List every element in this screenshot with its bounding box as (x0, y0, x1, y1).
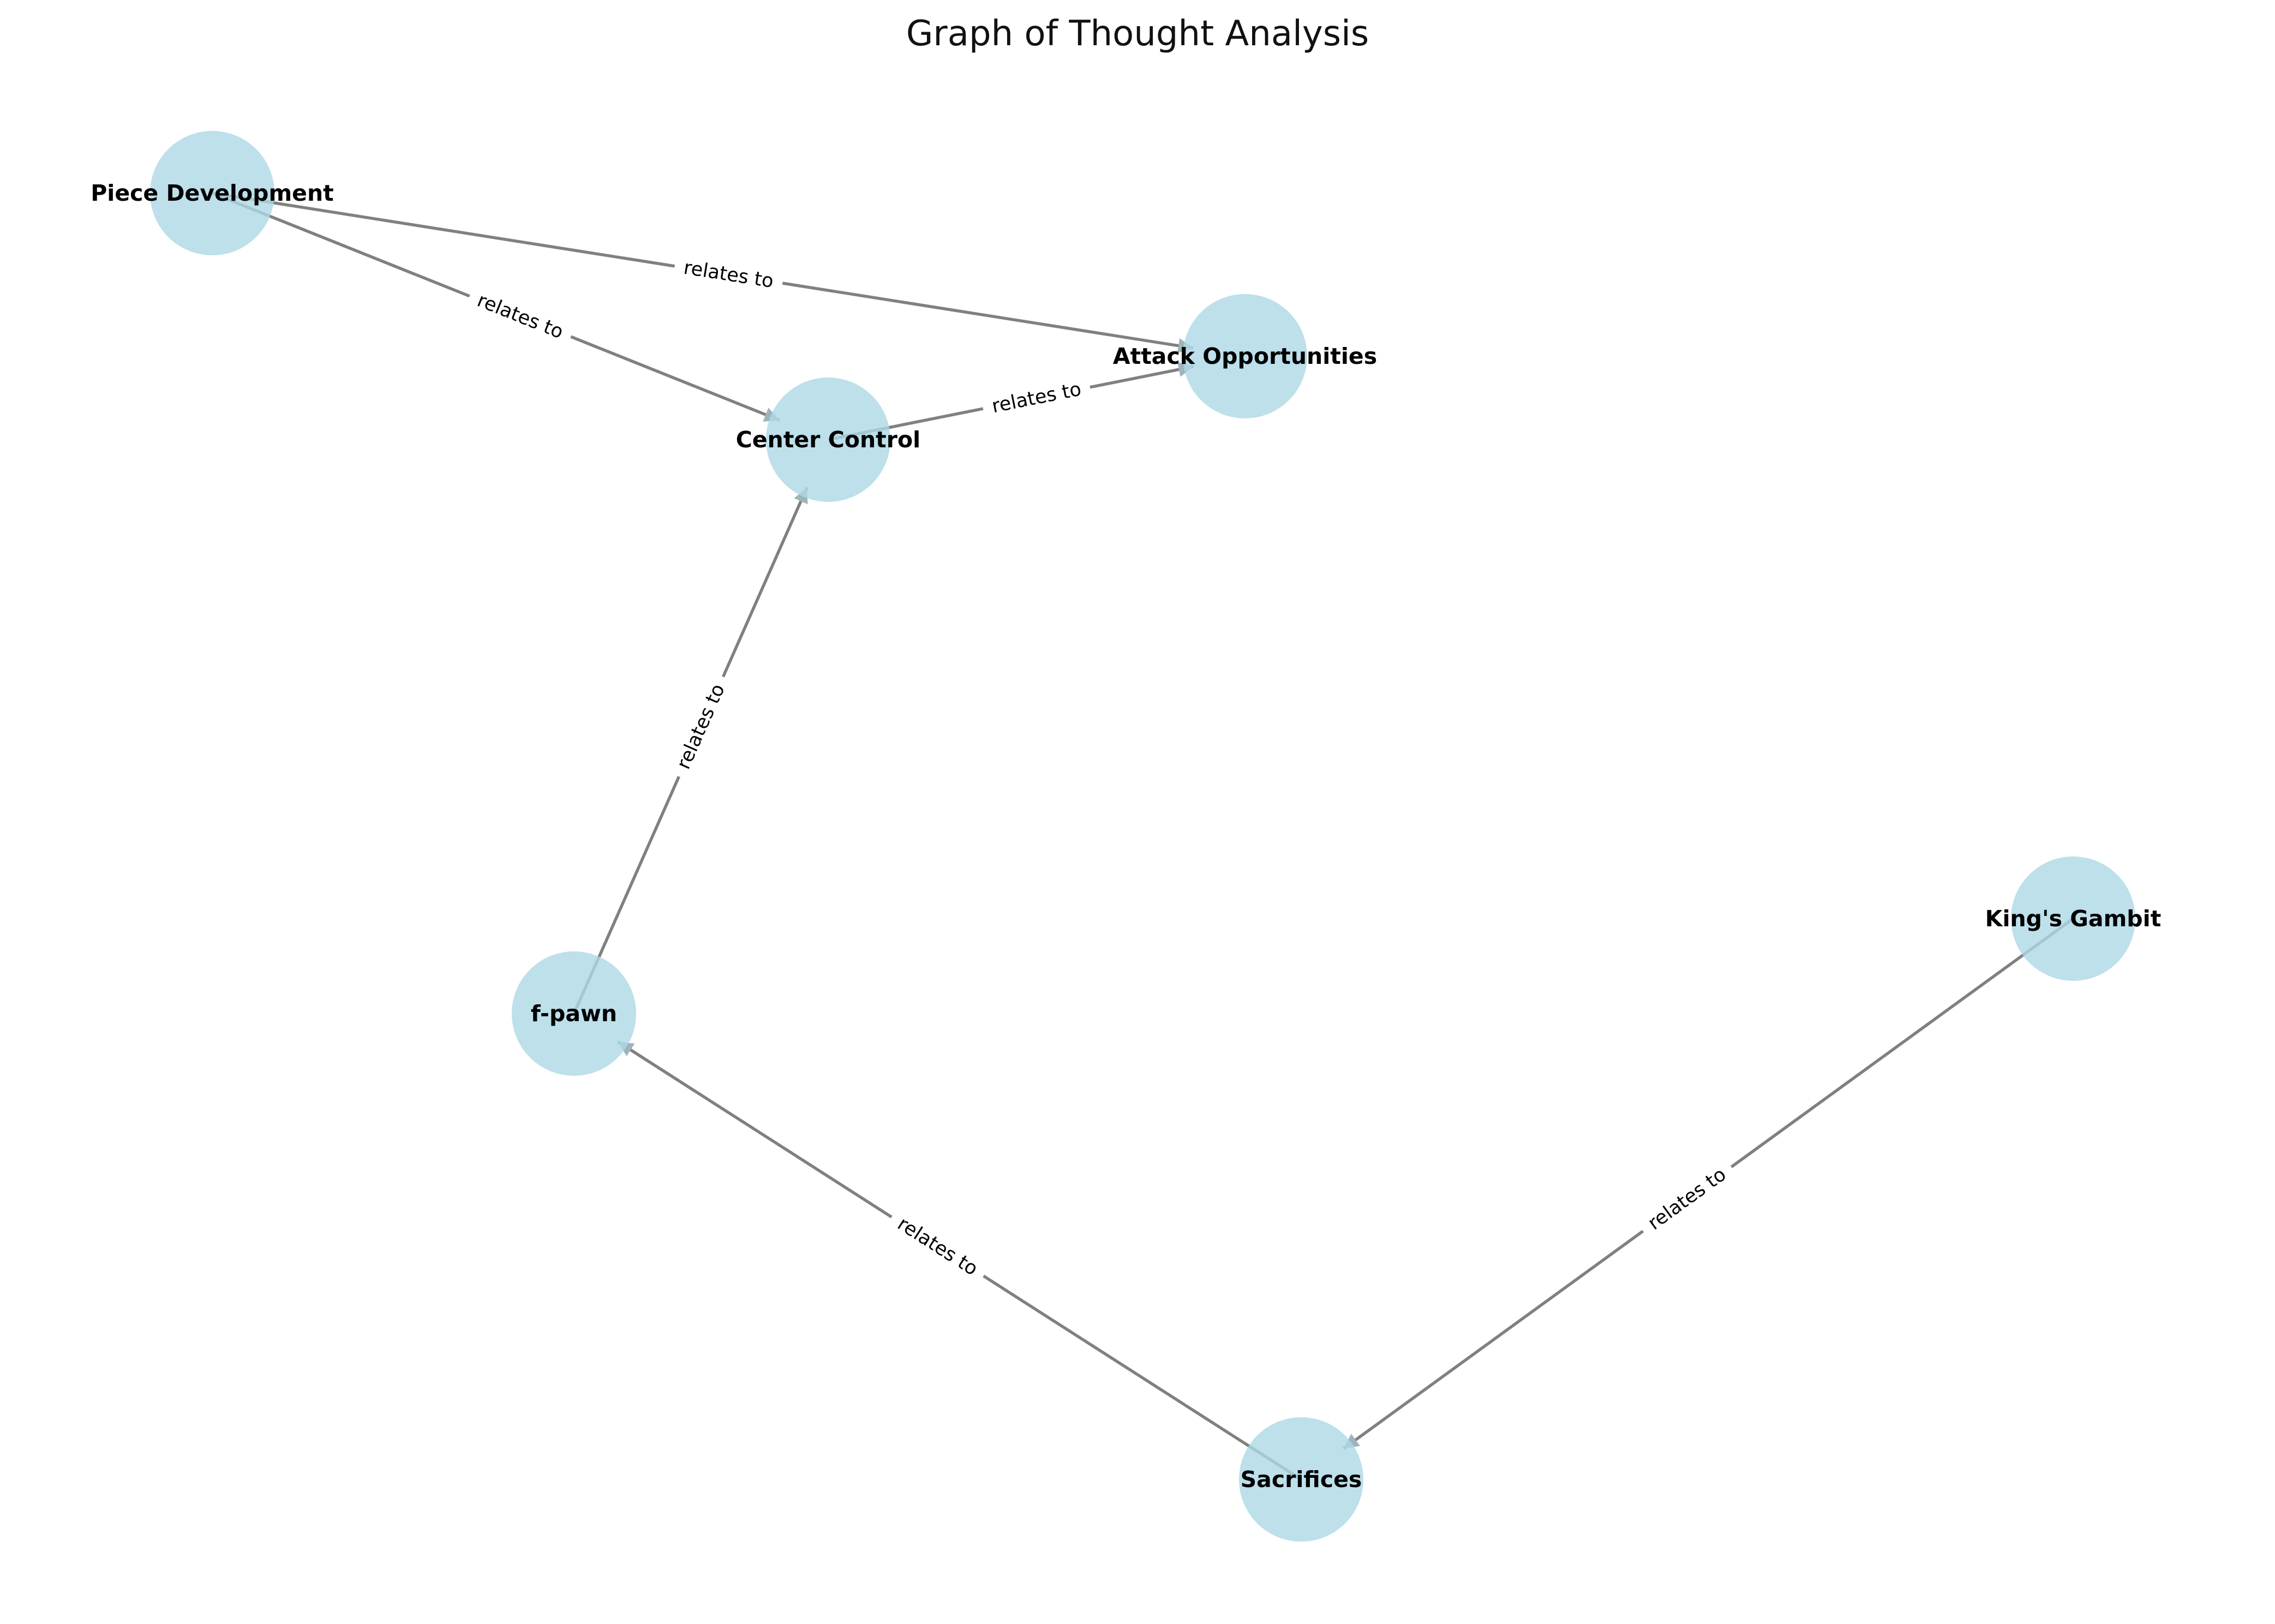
edge-label-group: relates to (884, 1206, 991, 1287)
edge-label: relates to (990, 379, 1083, 418)
edge-label-background (884, 1206, 991, 1287)
edge-label-group: relates to (1635, 1156, 1739, 1242)
edges-layer (211, 191, 2074, 1481)
node-label: Center Control (736, 427, 920, 453)
edge-label-group: relates to (667, 671, 735, 782)
edge-label: relates to (1644, 1164, 1731, 1235)
node-kings-gambit (2011, 856, 2135, 981)
node-center-control (766, 377, 890, 502)
edge-label-background (980, 374, 1093, 422)
edge-label-group: relates to (464, 284, 576, 349)
edge-label: relates to (894, 1213, 981, 1280)
edge-label-background (1635, 1156, 1739, 1242)
edge-label-background (464, 284, 576, 349)
graph-title: Graph of Thought Analysis (906, 14, 1369, 54)
node-sacrifices (1239, 1417, 1363, 1542)
node-label: Sacrifices (1241, 1466, 1362, 1493)
edge-label-group: relates to (980, 374, 1093, 422)
edge-labels-layer: relates to relates to relates to relates to… (464, 253, 1739, 1287)
node-label: Piece Development (91, 180, 334, 206)
node-label: f-pawn (531, 1000, 617, 1027)
edge-label-background (672, 253, 785, 296)
node-attack-opportunities (1183, 294, 1307, 418)
node-f-pawn (512, 951, 636, 1076)
node-label: Attack Opportunities (1113, 343, 1377, 369)
edge-label-group: relates to (672, 253, 785, 296)
node-piece-development (150, 131, 274, 255)
node-label: King's Gambit (1985, 906, 2162, 932)
edge-label-background (667, 671, 735, 782)
